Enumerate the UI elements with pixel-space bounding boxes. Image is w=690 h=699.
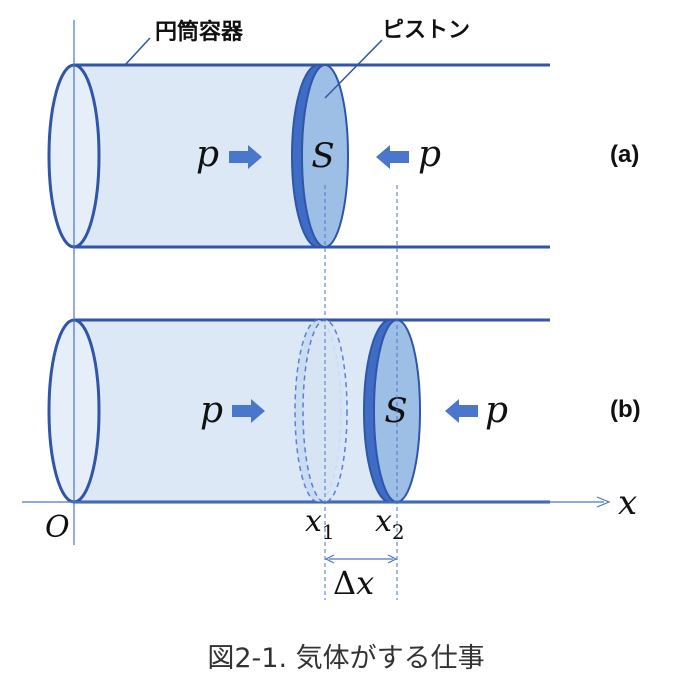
cylinder-a-left-hidden-edge: [73, 64, 100, 248]
pressure-a-left-label: p: [196, 134, 219, 175]
piston-b-area-label: S: [384, 391, 407, 431]
piston-label: ピストン: [382, 18, 470, 43]
x1-label: x1: [305, 504, 335, 544]
x2-label: x2: [375, 504, 405, 544]
panel-b-label: (b): [610, 396, 641, 423]
cylinder-a-gas: [74, 65, 318, 247]
arrow-b-right-icon: [232, 399, 265, 423]
piston-a-face: [301, 64, 349, 248]
panel-a-label: (a): [610, 141, 639, 168]
delta-x-label: Δx: [333, 564, 374, 602]
panel-a: S p p (a): [47, 63, 639, 249]
delta-x-right-arrowhead-icon: [387, 554, 398, 564]
container-leader-line: [124, 37, 151, 66]
piston-leader-line: [324, 39, 383, 99]
origin-label: O: [45, 510, 70, 545]
x-axis-arrowhead-icon: [596, 496, 611, 508]
pressure-a-right-label: p: [418, 134, 441, 175]
arrow-b-left-icon: [445, 399, 478, 423]
container-label: 円筒容器: [155, 19, 244, 45]
arrow-a-left-icon: [376, 145, 409, 169]
cylinder-b-left-hidden-edge: [73, 319, 100, 503]
x-axis-label: x: [618, 483, 637, 523]
panel-b: S p p (b): [47, 318, 641, 504]
pressure-b-left-label: p: [200, 390, 223, 431]
arrow-a-right-icon: [229, 145, 262, 169]
delta-x-left-arrowhead-icon: [324, 554, 335, 564]
pressure-b-right-label: p: [485, 390, 508, 431]
figure-caption: 図2-1. 気体がする仕事: [207, 643, 484, 674]
piston-a-area-label: S: [311, 136, 334, 176]
